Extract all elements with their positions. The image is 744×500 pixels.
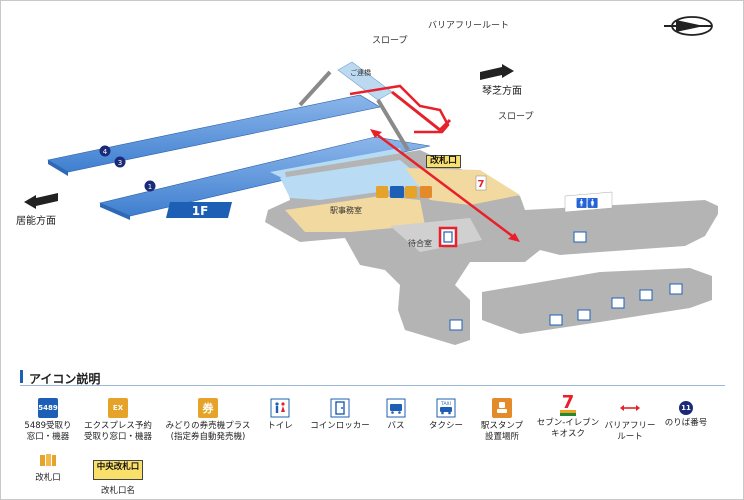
legend-label: キオスク bbox=[550, 429, 585, 439]
svg-text:3: 3 bbox=[118, 159, 122, 167]
express-marker bbox=[405, 186, 417, 198]
coin-locker-marker bbox=[438, 226, 458, 248]
legend-label: 設置場所 bbox=[484, 432, 519, 442]
ticket-office-icon: 5489 bbox=[38, 398, 58, 418]
floor-badge: 1F bbox=[166, 202, 232, 218]
barrier-free-route-label: バリアフリールート bbox=[428, 21, 510, 31]
seven-eleven-marker: 7 bbox=[475, 175, 487, 191]
seven-badge-text: 7 bbox=[562, 392, 575, 413]
legend-accent-bar bbox=[20, 370, 23, 383]
coin-locker-icon bbox=[330, 398, 350, 418]
ticket-gate-icon bbox=[38, 450, 58, 470]
legend-item-ticket-office: 5489 5489受取り 窓口・機器 bbox=[0, 398, 96, 443]
office-label: 駅事務室 bbox=[330, 206, 362, 215]
express-reservation-icon: EX bbox=[108, 398, 128, 418]
legend-label: 改札口 bbox=[35, 473, 61, 483]
taxi-badge-text: TAXI bbox=[440, 401, 451, 407]
legend-label: 窓口・機器 bbox=[26, 432, 70, 442]
legend-item-gate-name: 中央改札口 改札口名 bbox=[70, 454, 166, 497]
legend-title: アイコン説明 bbox=[29, 372, 101, 386]
legend-label: 5489受取り bbox=[24, 421, 72, 431]
station-stamp-icon bbox=[492, 398, 512, 418]
toilet-area: 🚹🚺 bbox=[564, 191, 613, 213]
ino-direction-arrow bbox=[24, 193, 58, 209]
svg-text:🚹🚺: 🚹🚺 bbox=[576, 197, 598, 209]
overpass-bridge bbox=[298, 61, 452, 152]
legend-label: みどりの券売機プラス bbox=[165, 421, 251, 431]
legend-item-taxi: TAXI タクシー bbox=[398, 398, 494, 432]
legend-label: トイレ bbox=[267, 421, 293, 431]
barrier-free-route-arrow bbox=[370, 129, 520, 242]
legend-item-express: EX エクスプレス予約 受取り窓口・機器 bbox=[70, 398, 166, 443]
station-map: 🚹🚺 4 3 1 1F bbox=[24, 16, 718, 345]
legend-item-stamp: 駅スタンプ 設置場所 bbox=[454, 398, 550, 443]
legend-item-ticket-machine: 券 みどりの券売機プラス (指定券自動発売機) bbox=[160, 398, 256, 443]
seven-eleven-icon: 7 bbox=[559, 392, 577, 418]
kotoshiba-direction-arrow bbox=[480, 64, 514, 80]
stamp-marker bbox=[420, 186, 432, 198]
svg-text:4: 4 bbox=[103, 148, 108, 156]
toilet-icon bbox=[270, 398, 290, 418]
legend-label: 受取り窓口・機器 bbox=[83, 432, 152, 442]
gate-name-icon: 中央改札口 bbox=[92, 460, 144, 480]
slope-label-right: スロープ bbox=[498, 112, 534, 122]
legend-label: タクシー bbox=[428, 421, 463, 431]
legend-label: コインロッカー bbox=[310, 421, 370, 431]
platform-1-marker: 1 bbox=[144, 180, 156, 192]
svg-text:7: 7 bbox=[478, 179, 485, 190]
legend-label: エクスプレス予約 bbox=[84, 421, 152, 431]
legend-item-seven-eleven: 7 セブン-イレブン キオスク bbox=[520, 392, 616, 440]
ino-label: 居能方面 bbox=[16, 216, 56, 227]
legend-item-bus: バス bbox=[348, 398, 444, 432]
compass-icon bbox=[664, 16, 713, 36]
gate-name-label: 改札口 bbox=[426, 155, 462, 168]
legend-label: 改札口名 bbox=[100, 486, 135, 496]
taxi-stop-marker bbox=[573, 231, 587, 243]
waiting-room bbox=[390, 218, 482, 252]
legend-label: 駅スタンプ bbox=[480, 421, 524, 431]
bus-stop-markers bbox=[449, 283, 683, 331]
platform-4-marker: 4 bbox=[99, 145, 111, 157]
platform-3-marker: 3 bbox=[114, 156, 126, 168]
taxi-icon: TAXI bbox=[436, 398, 456, 418]
legend-item-platform-number: 11 のりば番号 bbox=[638, 398, 734, 429]
legend-header: アイコン説明 bbox=[20, 368, 725, 386]
svg-text:1: 1 bbox=[148, 183, 152, 191]
legend-label: ルート bbox=[617, 432, 643, 442]
svg-text:1F: 1F bbox=[192, 204, 209, 218]
kotoshiba-label: 琴芝方面 bbox=[482, 86, 522, 97]
ticket-machine-marker bbox=[376, 186, 388, 198]
waiting-room-label: 待合室 bbox=[408, 239, 432, 248]
legend-label: バス bbox=[387, 421, 405, 431]
bridge-label: ご連橋 bbox=[350, 69, 371, 77]
legend-label: セブン-イレブン bbox=[536, 418, 600, 428]
ticket-office-marker bbox=[390, 186, 404, 198]
slope-label-top: スロープ bbox=[372, 36, 408, 46]
legend-item-toilet: トイレ bbox=[232, 398, 328, 432]
legend-item-coin-locker: コインロッカー bbox=[292, 398, 388, 432]
legend-label: バリアフリー bbox=[604, 421, 656, 431]
legend-label: (指定券自動発売機) bbox=[170, 432, 246, 442]
ticket-machine-icon: 券 bbox=[198, 398, 218, 418]
legend-label: のりば番号 bbox=[664, 418, 708, 428]
legend-item-ticket-gate: 改札口 bbox=[0, 450, 96, 484]
barrier-free-route-icon bbox=[618, 398, 642, 418]
bus-icon bbox=[386, 398, 406, 418]
legend-item-barrier-free: バリアフリー ルート bbox=[582, 398, 678, 443]
platform-number-icon: 11 bbox=[679, 401, 693, 415]
